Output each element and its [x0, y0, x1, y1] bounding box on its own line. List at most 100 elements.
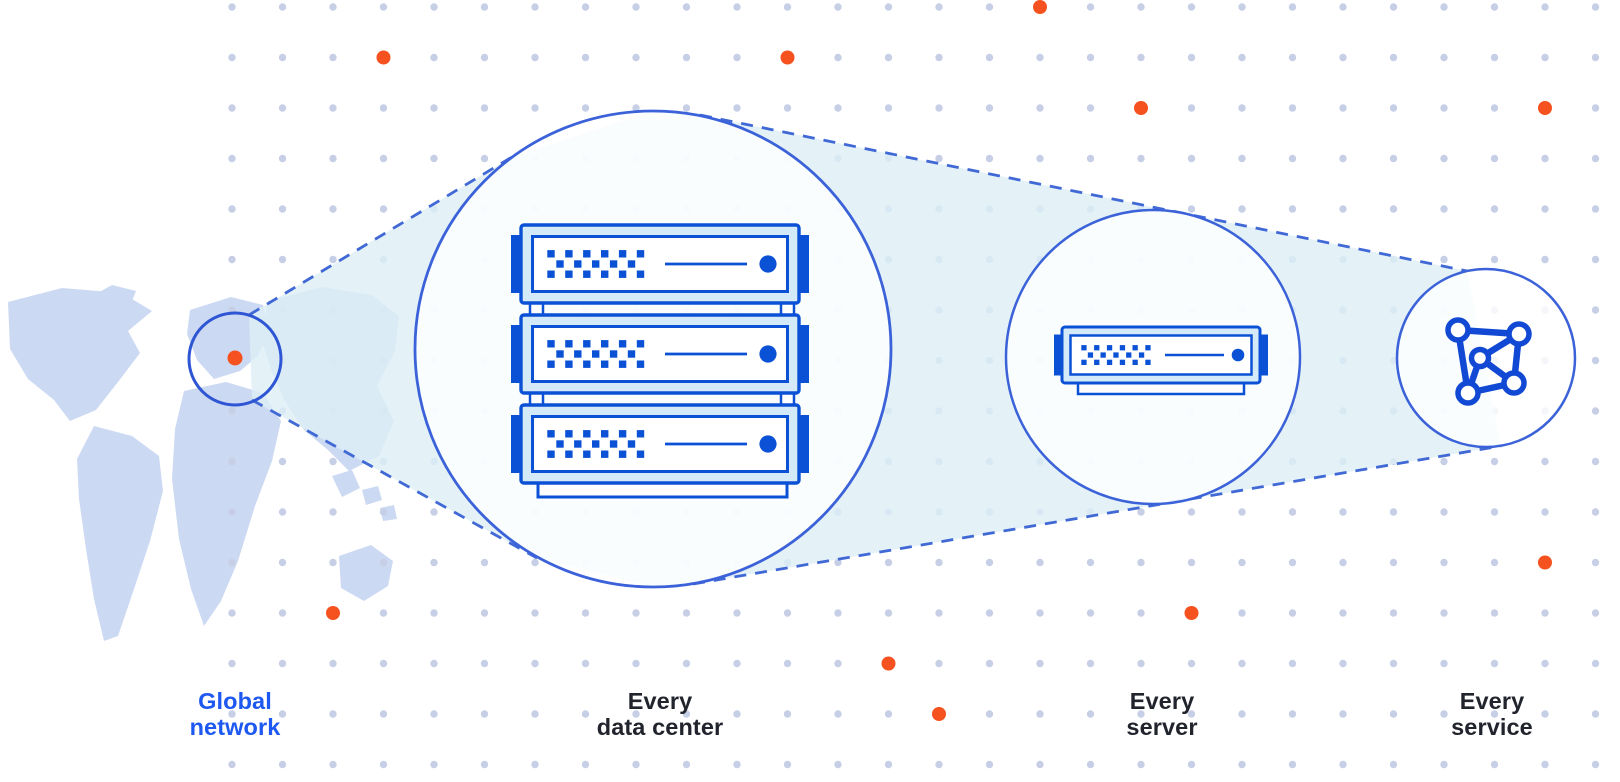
- grid-dot: [430, 508, 438, 516]
- grid-dot: [1086, 3, 1095, 11]
- server-face: [1069, 334, 1253, 376]
- grid-dot: [1389, 3, 1398, 11]
- grid-dot: [935, 154, 943, 163]
- grid-dot: [329, 154, 337, 163]
- server-rack-stack: [511, 223, 809, 499]
- grid-dot: [430, 104, 438, 112]
- grid-dot: [1339, 760, 1347, 769]
- orange-accent-dot: [376, 50, 391, 65]
- grid-dot: [278, 457, 287, 466]
- grid-dot: [1591, 508, 1600, 516]
- grid-dot: [1389, 205, 1398, 213]
- grid-dot: [480, 710, 489, 718]
- grid-dot: [1541, 205, 1549, 213]
- grid-dot: [1440, 3, 1448, 11]
- rack-ear-left: [1054, 334, 1064, 376]
- grid-dot: [581, 710, 590, 718]
- grid-dot: [1591, 659, 1600, 668]
- grid-dot: [783, 659, 792, 668]
- grid-dot: [985, 3, 994, 11]
- mesh-node: [1468, 346, 1492, 370]
- grid-dot: [985, 104, 994, 112]
- vent-dot-matrix: [547, 430, 645, 458]
- grid-dot: [480, 104, 489, 112]
- grid-dot: [935, 609, 943, 617]
- grid-dot: [278, 154, 287, 163]
- grid-dot: [1591, 609, 1600, 617]
- grid-dot: [1591, 407, 1600, 415]
- grid-dot: [329, 710, 337, 718]
- orange-accent-dot: [881, 656, 896, 671]
- grid-dot: [531, 3, 539, 11]
- grid-dot: [1086, 659, 1095, 668]
- grid-dot: [1389, 609, 1398, 617]
- grid-dot: [632, 53, 640, 62]
- single-server: [1054, 325, 1268, 396]
- grid-dot: [1187, 710, 1196, 718]
- grid-dot: [1086, 760, 1095, 769]
- dashed-connector-line: [692, 444, 1502, 586]
- grid-dot: [1086, 609, 1095, 617]
- grid-dot: [1137, 3, 1145, 11]
- grid-dot: [1440, 609, 1448, 617]
- grid-dot: [1440, 558, 1448, 567]
- grid-dot: [531, 104, 539, 112]
- grid-dot: [1288, 659, 1297, 668]
- grid-dot: [1490, 205, 1499, 213]
- grid-dot: [1288, 205, 1297, 213]
- grid-dot: [1541, 609, 1549, 617]
- grid-dot: [783, 3, 792, 11]
- grid-dot: [1288, 53, 1297, 62]
- grid-dot: [480, 760, 489, 769]
- grid-dot: [733, 710, 741, 718]
- vent-dot-matrix: [547, 250, 645, 278]
- led-indicator: [759, 255, 777, 273]
- grid-dot: [1288, 609, 1297, 617]
- grid-dot: [1591, 558, 1600, 567]
- label-every-server: Every server: [1126, 688, 1198, 740]
- label-global-network: Global network: [189, 688, 281, 740]
- grid-dot: [430, 760, 438, 769]
- grid-dot: [1591, 104, 1600, 112]
- grid-dot: [1036, 558, 1044, 567]
- grid-dot: [1187, 508, 1196, 516]
- grid-dot: [278, 3, 287, 11]
- orange-accent-dot: [1538, 555, 1552, 570]
- grid-dot: [329, 558, 337, 567]
- grid-dot: [531, 659, 539, 668]
- grid-dot: [1490, 659, 1499, 668]
- grid-dot: [1036, 104, 1044, 112]
- grid-dot: [531, 558, 539, 567]
- grid-dot: [1440, 760, 1448, 769]
- grid-dot: [228, 3, 236, 11]
- grid-dot: [1036, 760, 1044, 769]
- grid-dot: [480, 659, 489, 668]
- grid-dot: [1036, 53, 1044, 62]
- grid-dot: [278, 558, 287, 567]
- grid-dot: [329, 508, 337, 516]
- grid-dot: [1137, 558, 1145, 567]
- grid-dot: [1288, 104, 1297, 112]
- grid-dot: [1238, 558, 1246, 567]
- grid-dot: [834, 760, 842, 769]
- grid-dot: [1389, 508, 1398, 516]
- grid-dot: [733, 659, 741, 668]
- grid-dot: [1187, 154, 1196, 163]
- grid-dot: [1238, 3, 1246, 11]
- grid-dot: [531, 609, 539, 617]
- grid-dot: [1137, 508, 1145, 516]
- grid-dot: [581, 53, 590, 62]
- grid-dot: [985, 710, 994, 718]
- grid-dot: [632, 710, 640, 718]
- grid-dot: [228, 558, 236, 567]
- label-every-service: Every service: [1451, 688, 1533, 740]
- grid-dot: [430, 659, 438, 668]
- grid-dot: [1137, 760, 1145, 769]
- grid-dot: [1591, 255, 1600, 264]
- grid-dot: [1339, 609, 1347, 617]
- orange-accent-dot: [780, 50, 795, 65]
- grid-dot: [1440, 53, 1448, 62]
- grid-dot: [1440, 104, 1448, 112]
- grid-dot: [1490, 508, 1499, 516]
